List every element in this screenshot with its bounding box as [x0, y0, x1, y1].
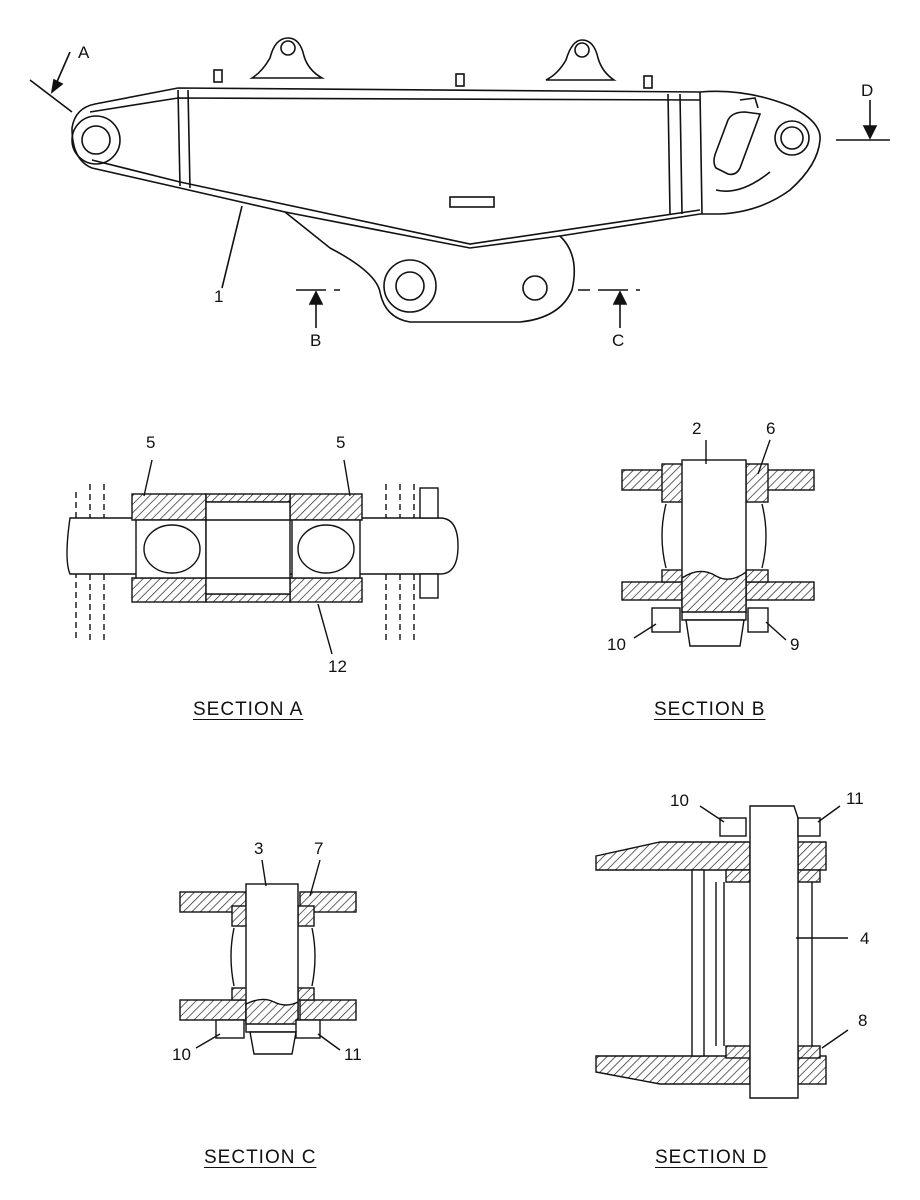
- section-d-callout-11: 11: [846, 789, 864, 808]
- view-mark-a: A: [78, 43, 90, 62]
- section-b-title: SECTION B: [654, 699, 766, 720]
- section-b-callout-9: 9: [790, 635, 800, 654]
- section-d-title: SECTION D: [655, 1147, 768, 1168]
- section-d-drawing: [595, 805, 849, 1099]
- section-d-callout-8: 8: [858, 1011, 868, 1030]
- section-c-title: SECTION C: [204, 1147, 317, 1168]
- section-a-callout-5-left: 5: [146, 433, 156, 452]
- section-a-callout-5-right: 5: [336, 433, 346, 452]
- view-mark-c: C: [612, 331, 625, 350]
- section-b-drawing: [621, 439, 815, 647]
- section-cut-markers: [29, 51, 890, 328]
- view-mark-d: D: [861, 81, 874, 100]
- section-b-callout-6: 6: [766, 419, 776, 438]
- section-b-callout-2: 2: [692, 419, 702, 438]
- section-c-callout-11: 11: [344, 1045, 362, 1064]
- section-c-drawing: [179, 859, 357, 1055]
- section-c-callout-7: 7: [314, 839, 324, 858]
- main-frame-view: [71, 37, 821, 323]
- section-a-callout-12: 12: [328, 657, 347, 676]
- section-a-drawing: [66, 459, 459, 655]
- section-d-callout-10: 10: [670, 791, 689, 810]
- section-c-callout-10: 10: [172, 1045, 191, 1064]
- section-b-callout-10: 10: [607, 635, 626, 654]
- view-mark-b: B: [310, 331, 322, 350]
- section-d-callout-4: 4: [860, 929, 870, 948]
- part-callout-1: 1: [214, 287, 224, 306]
- section-a-title: SECTION A: [193, 699, 304, 720]
- section-c-callout-3: 3: [254, 839, 264, 858]
